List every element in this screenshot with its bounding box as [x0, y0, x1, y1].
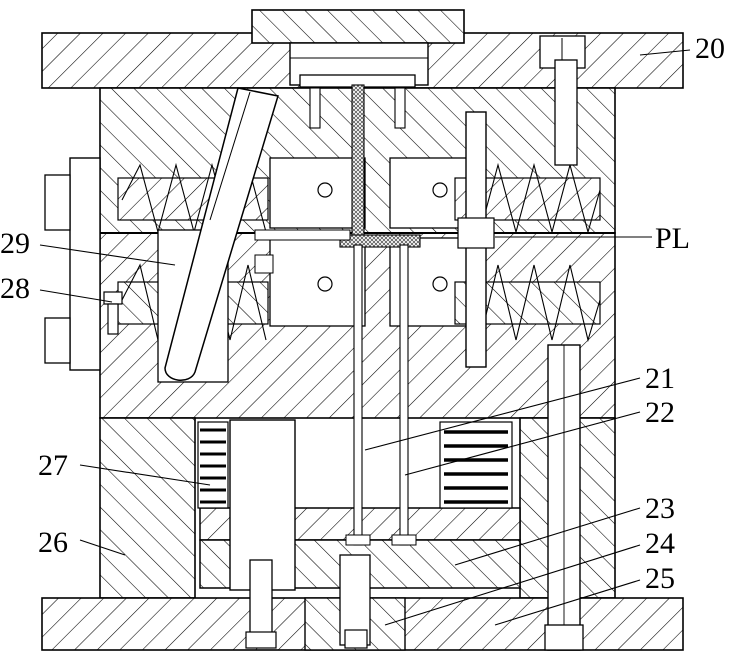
guide-pin	[457, 59, 578, 368]
label-pl: PL	[655, 222, 690, 255]
ejector-pins	[345, 244, 417, 546]
part-labels: 20 PL 21 22 23 24 25 26 27 28 29	[0, 32, 725, 595]
label-22: 22	[645, 396, 675, 429]
leader-lines	[39, 49, 691, 626]
sprue-and-cavity	[254, 74, 421, 274]
label-24: 24	[645, 527, 675, 560]
label-25: 25	[645, 562, 675, 595]
return-springs	[197, 421, 513, 509]
bottom-clamping-plate	[41, 344, 684, 651]
label-21: 21	[645, 362, 675, 395]
label-23: 23	[645, 492, 675, 525]
label-28: 28	[0, 272, 30, 305]
label-27: 27	[38, 449, 68, 482]
label-26: 26	[38, 526, 68, 559]
label-29: 29	[0, 227, 30, 260]
angle-pin-slider	[157, 87, 279, 383]
label-20: 20	[695, 32, 725, 65]
side-lock-block	[44, 157, 123, 371]
